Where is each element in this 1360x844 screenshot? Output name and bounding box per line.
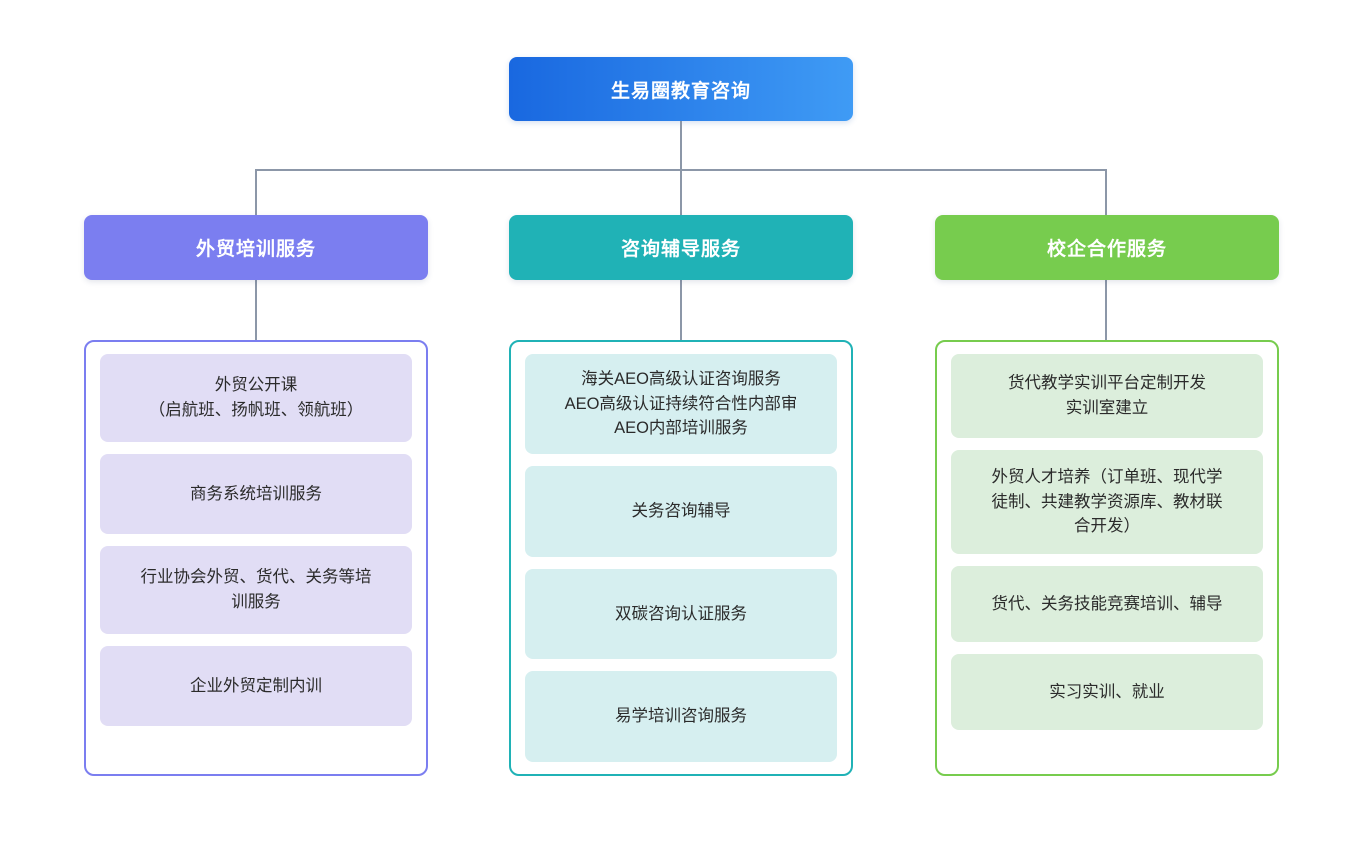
branch-items-container-zixun-fudao: 海关AEO高级认证咨询服务 AEO高级认证持续符合性内部审 AEO内部培训服务 … (509, 340, 853, 776)
connector-drop-branch-2 (680, 169, 682, 216)
branch-item[interactable]: 货代、关务技能竞赛培训、辅导 (951, 566, 1263, 642)
connector-root-stem (680, 121, 682, 170)
branch-items-container-xiaoqi-hezuo: 货代教学实训平台定制开发 实训室建立 外贸人才培养（订单班、现代学 徒制、共建教… (935, 340, 1279, 776)
branch-header-xiaoqi-hezuo[interactable]: 校企合作服务 (935, 215, 1279, 280)
connector-header-to-items-3 (1105, 280, 1107, 340)
branch-item[interactable]: 企业外贸定制内训 (100, 646, 412, 726)
branch-item[interactable]: 实习实训、就业 (951, 654, 1263, 730)
branch-header-label: 外贸培训服务 (195, 239, 316, 260)
branch-item[interactable]: 外贸人才培养（订单班、现代学 徒制、共建教学资源库、教材联 合开发） (951, 450, 1263, 554)
root-node[interactable]: 生易圈教育咨询 (509, 57, 853, 121)
branch-header-label: 校企合作服务 (1046, 239, 1167, 260)
branch-item[interactable]: 商务系统培训服务 (100, 454, 412, 534)
branch-item[interactable]: 外贸公开课 （启航班、扬帆班、领航班） (100, 354, 412, 442)
branch-item[interactable]: 关务咨询辅导 (525, 466, 837, 557)
connector-header-to-items-2 (680, 280, 682, 340)
connector-drop-branch-3 (1105, 169, 1107, 216)
branch-item[interactable]: 双碳咨询认证服务 (525, 568, 837, 660)
branch-item[interactable]: 海关AEO高级认证咨询服务 AEO高级认证持续符合性内部审 AEO内部培训服务 (525, 354, 837, 455)
connector-header-to-items-1 (255, 280, 257, 340)
branch-header-waimao-peixun[interactable]: 外贸培训服务 (84, 215, 428, 280)
root-node-label: 生易圈教育咨询 (610, 80, 751, 102)
branch-item[interactable]: 货代教学实训平台定制开发 实训室建立 (951, 354, 1263, 438)
branch-items-container-waimao-peixun: 外贸公开课 （启航班、扬帆班、领航班） 商务系统培训服务 行业协会外贸、货代、关… (84, 340, 428, 776)
branch-item[interactable]: 易学培训咨询服务 (525, 671, 837, 762)
branch-item[interactable]: 行业协会外贸、货代、关务等培 训服务 (100, 546, 412, 634)
connector-drop-branch-1 (255, 169, 257, 216)
branch-header-label: 咨询辅导服务 (620, 239, 741, 260)
branch-header-zixun-fudao[interactable]: 咨询辅导服务 (509, 215, 853, 280)
